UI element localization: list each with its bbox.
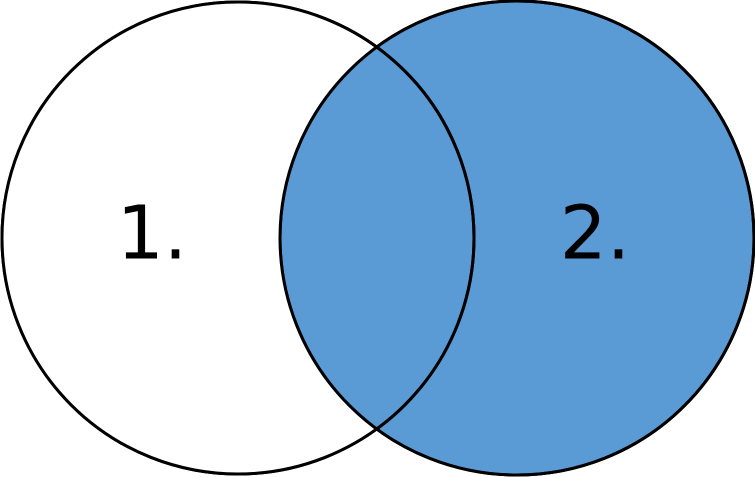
set-1-outline	[0, 0, 476, 476]
set-1-label: 1.	[117, 191, 188, 277]
set-2-circle	[278, 0, 755, 477]
set-2-label: 2.	[560, 191, 631, 277]
set-2-outline	[278, 0, 755, 477]
